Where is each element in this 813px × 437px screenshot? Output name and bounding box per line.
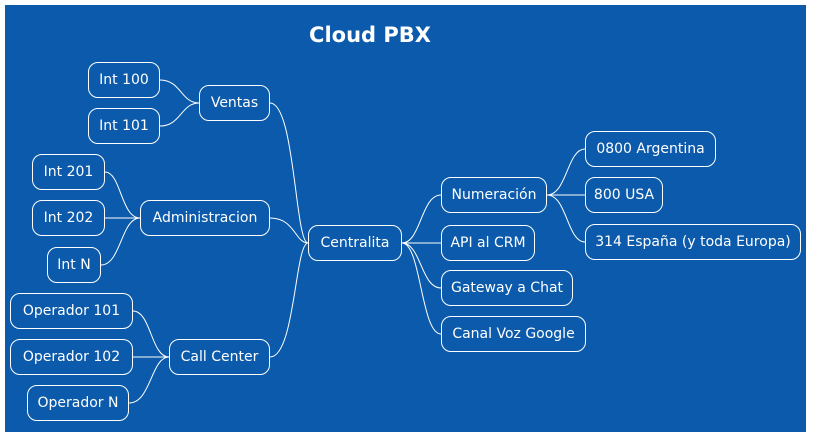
node-api-crm[interactable]: API al CRM: [441, 225, 535, 261]
edge-root-canal: [401, 242, 442, 335]
node-canal-voz-google[interactable]: Canal Voz Google: [441, 316, 586, 352]
diagram-title: Cloud PBX: [309, 23, 431, 47]
node-label: Operador 102: [22, 349, 121, 365]
edge-admin-intn: [100, 217, 141, 266]
node-numeracion[interactable]: Numeración: [441, 177, 547, 213]
edge-admin-int201: [104, 171, 141, 219]
node-label: Gateway a Chat: [450, 280, 564, 296]
edge-callcenter-op101: [132, 310, 170, 358]
node-label: Int 202: [43, 210, 94, 226]
edge-root-gateway: [401, 242, 442, 289]
edge-root-ventas: [269, 102, 309, 244]
node-label: 0800 Argentina: [596, 141, 705, 157]
node-label: Int 101: [99, 118, 149, 134]
edge-root-callcenter: [269, 242, 309, 358]
node-gateway-chat[interactable]: Gateway a Chat: [441, 270, 573, 306]
node-label: Call Center: [180, 349, 259, 365]
node-label: Int 201: [43, 164, 94, 180]
node-label: Int 100: [99, 72, 149, 88]
node-label: Int N: [57, 257, 91, 273]
node-label: Canal Voz Google: [452, 326, 575, 342]
node-label: 314 España (y toda Europa): [595, 234, 791, 250]
node-int-202[interactable]: Int 202: [32, 200, 105, 236]
node-label: Centralita: [320, 235, 390, 251]
edge-ventas-int101: [159, 102, 200, 127]
node-0800-argentina[interactable]: 0800 Argentina: [585, 131, 716, 167]
node-administracion[interactable]: Administracion: [140, 200, 270, 236]
node-int-n[interactable]: Int N: [47, 247, 101, 283]
node-label: Administracion: [152, 210, 258, 226]
edge-numeracion-espana: [546, 194, 586, 243]
node-label: Numeración: [451, 187, 537, 203]
node-operador-102[interactable]: Operador 102: [10, 339, 133, 375]
node-int-100[interactable]: Int 100: [88, 62, 160, 98]
node-314-espana[interactable]: 314 España (y toda Europa): [585, 224, 801, 260]
node-label: Operador 101: [22, 303, 121, 319]
node-label: 800 USA: [593, 187, 655, 203]
node-label: Operador N: [37, 395, 119, 411]
node-int-101[interactable]: Int 101: [88, 108, 160, 144]
node-call-center[interactable]: Call Center: [169, 339, 270, 375]
node-label: API al CRM: [450, 235, 526, 251]
node-operador-101[interactable]: Operador 101: [10, 293, 133, 329]
node-int-201[interactable]: Int 201: [32, 154, 105, 190]
node-ventas[interactable]: Ventas: [199, 85, 270, 121]
edge-root-administracion: [269, 217, 309, 244]
node-operador-n[interactable]: Operador N: [27, 385, 129, 421]
node-800-usa[interactable]: 800 USA: [585, 177, 663, 213]
edge-numeracion-argentina: [546, 148, 586, 196]
node-centralita[interactable]: Centralita: [308, 225, 402, 261]
edge-ventas-int100: [159, 79, 200, 104]
connector-lines: [100, 79, 586, 404]
mindmap-canvas: Cloud PBX Centralita Ventas Administraci…: [5, 5, 806, 432]
edge-root-numeracion: [401, 194, 442, 244]
node-label: Ventas: [210, 95, 259, 111]
edge-callcenter-opn: [128, 356, 170, 404]
